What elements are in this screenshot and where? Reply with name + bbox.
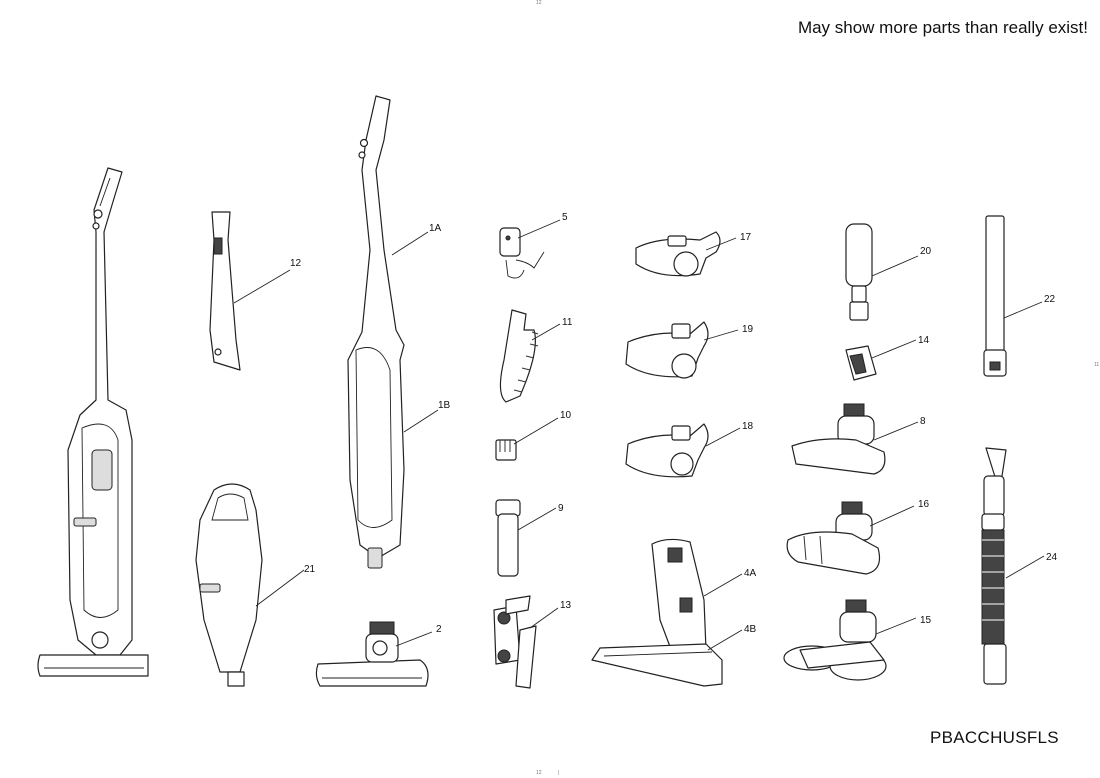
disclaimer-note: May show more parts than really exist! [797,18,1088,37]
callout-2: 2 [436,624,442,635]
callout-9: 9 [558,503,564,514]
crop-mark-bottom-left: 12 [536,770,542,776]
part-24-drawing [983,215,1007,377]
callout-19: 19 [742,324,754,335]
part-9-drawing [495,499,521,577]
assembled-stick-vacuum-drawing [37,167,149,677]
callout-21: 21 [304,564,316,575]
callout-8: 8 [920,416,926,427]
part-4-charger-stand-drawing [591,538,723,687]
part-12-drawing [209,211,241,371]
part-8-drawing [791,403,886,475]
callout-10: 10 [560,410,572,421]
callout-1a: 1A [429,223,442,234]
part-2-drawing [315,621,429,687]
part-15-drawing [783,599,887,681]
callout-16: 16 [918,499,930,510]
part-22-drawing [981,447,1007,685]
callout-18: 18 [742,421,754,432]
part-1-main-body-drawing [347,95,405,569]
callout-11: 11 [562,317,573,328]
part-11-drawing [499,309,539,403]
callout-17: 17 [740,232,752,243]
part-5-drawing [499,227,545,279]
model-code: PBACCHUSFLS [930,728,1059,747]
part-21-drawing [195,483,263,687]
part-10-drawing [495,439,517,461]
callout-12: 12 [290,258,302,269]
callout-4b: 4B [744,624,757,635]
part-20-drawing [845,223,873,321]
part-13-drawing [493,595,537,689]
part-19-drawing [625,321,709,379]
crop-mark-top: 12 [536,0,542,6]
callout-4a: 4A [744,568,757,579]
part-16-drawing [786,501,881,575]
part-17-drawing [635,231,721,277]
callout-20: 20 [920,246,932,257]
callout-24: 22 [1044,294,1056,305]
callout-5: 5 [562,212,568,223]
callout-14: 14 [918,335,930,346]
part-14-drawing [845,345,877,381]
crop-mark-bottom-right: | [558,770,560,776]
callout-13: 13 [560,600,572,611]
callout-15: 15 [920,615,932,626]
part-18-drawing [625,423,709,478]
callout-1b: 1B [438,400,451,411]
callout-22: 24 [1046,552,1058,563]
crop-mark-right: 11 [1094,362,1100,368]
